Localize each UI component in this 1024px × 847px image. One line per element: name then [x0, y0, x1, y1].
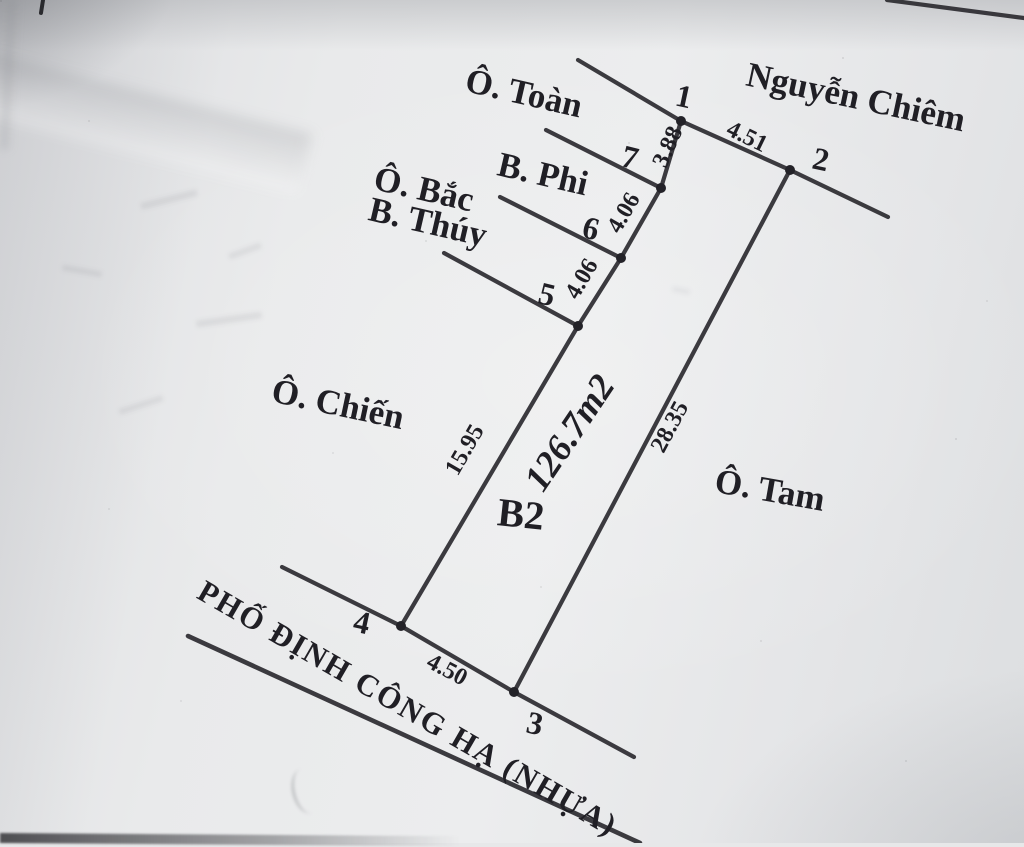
point-label-7: 7 — [618, 138, 642, 177]
vertex-4 — [396, 621, 406, 631]
boundary-line-b-thuy — [441, 250, 581, 329]
boundary-line-b-phi — [543, 127, 664, 191]
frontage-line-extension — [511, 689, 637, 760]
paper-corner-line — [884, 0, 1024, 21]
point-label-4: 4 — [350, 603, 373, 642]
edge-1-7 — [658, 118, 684, 191]
vertex-5 — [573, 321, 583, 331]
edge-4-3 — [398, 623, 517, 695]
frontage-line-left — [279, 564, 404, 629]
dim-label-5-4: 15.95 — [440, 420, 490, 480]
edge-1-2 — [678, 118, 793, 173]
point-label-3: 3 — [523, 704, 546, 743]
edge-6-5 — [575, 255, 624, 329]
plot-label: B2 — [495, 489, 546, 539]
edge-2-3 — [511, 167, 793, 695]
point-label-2: 2 — [809, 140, 832, 179]
point-label-1: 1 — [672, 77, 695, 116]
vertex-3 — [509, 687, 519, 697]
label-o-chien: Ô. Chiến — [268, 370, 408, 437]
point-label-5: 5 — [535, 275, 559, 314]
label-b-phi: B. Phi — [494, 145, 592, 204]
area-label: 126.7m2 — [517, 367, 624, 498]
street-line — [185, 633, 643, 843]
edge-2-extension — [787, 167, 891, 220]
boundary-line-o-toan — [575, 57, 684, 124]
dim-label-1-7: 3.88 — [648, 123, 689, 172]
edge-7-6 — [618, 185, 664, 261]
vertex-1 — [676, 116, 686, 126]
boundary-line-o-bac — [497, 194, 624, 261]
vertex-6 — [616, 253, 626, 263]
label-o-toan: Ô. Toàn — [462, 60, 587, 126]
point-label-6: 6 — [579, 209, 603, 248]
label-o-tam: Ô. Tam — [712, 460, 828, 519]
edge-5-4 — [398, 323, 581, 629]
label-nguyen-chiem: Nguyễn Chiêm — [743, 55, 969, 139]
dim-label-4-3: 4.50 — [422, 649, 471, 692]
vertex-7 — [656, 183, 666, 193]
vertex-2 — [785, 165, 795, 175]
